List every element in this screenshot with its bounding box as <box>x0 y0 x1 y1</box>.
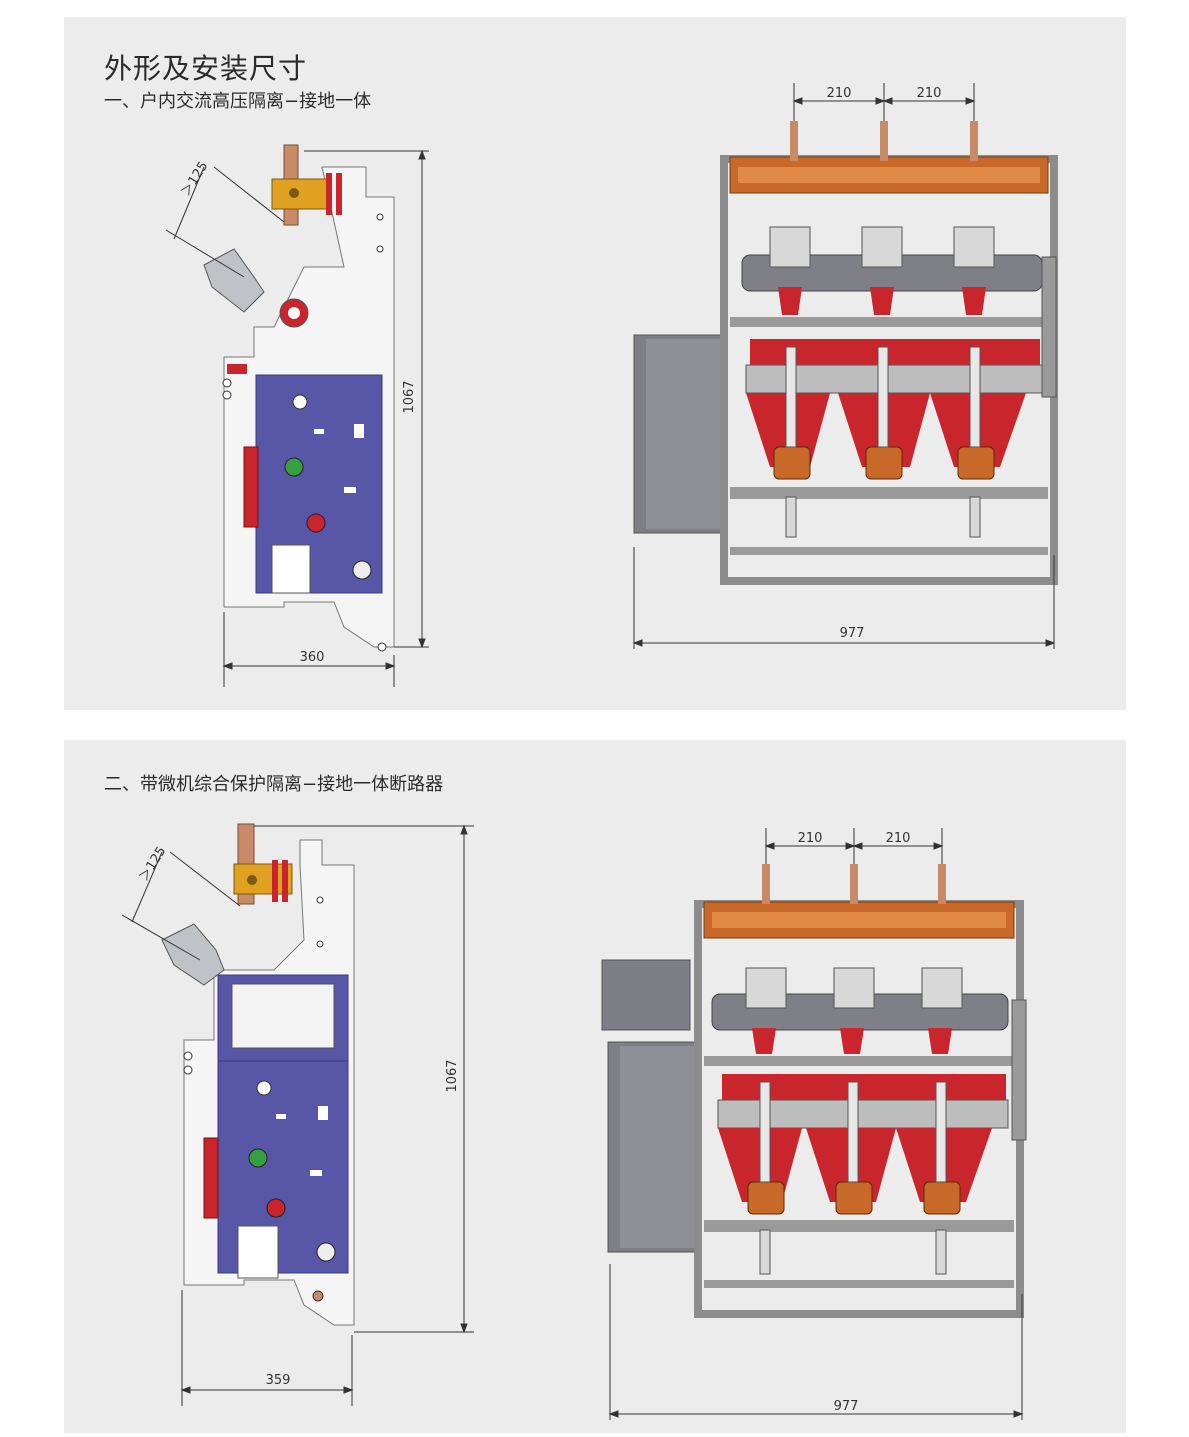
front-view-body <box>601 864 1027 1318</box>
panel-isolator-earthing: 外形及安装尺寸 一、户内交流高压隔离−接地一体 <box>64 17 1126 710</box>
pitch-dimension-right: 210 <box>917 86 942 101</box>
panel-breaker-with-protection: 二、带微机综合保护隔离−接地一体断路器 <box>64 740 1126 1433</box>
side-height-dimension: 1067 <box>402 380 417 413</box>
side-view-drawing: ＞125 1067 359 <box>121 823 474 1406</box>
pitch-dimension-left: 210 <box>827 86 852 101</box>
side-width-dimension: 359 <box>266 1373 291 1388</box>
front-view-bottom-dimensions <box>632 547 1056 649</box>
side-view-body <box>203 144 395 652</box>
side-view-dimensions <box>121 824 474 1406</box>
side-view-dimensions <box>165 149 429 687</box>
front-view-top-dimensions <box>764 828 944 864</box>
front-view-drawing: 210 210 <box>632 83 1058 649</box>
page-title: 外形及安装尺寸 <box>104 52 308 85</box>
side-width-dimension: 360 <box>300 650 325 665</box>
front-view-body <box>633 121 1058 585</box>
side-height-dimension: 1067 <box>445 1059 460 1092</box>
front-view-bottom-dimensions <box>608 1264 1024 1420</box>
pitch-dimension-left: 210 <box>798 831 823 846</box>
side-clearance-dimension: ＞125 <box>179 159 212 199</box>
side-clearance-dimension: ＞125 <box>137 844 170 884</box>
side-view-drawing: ＞125 1067 360 <box>165 144 429 687</box>
front-view-drawing: 210 210 <box>601 828 1027 1420</box>
section-heading: 一、户内交流高压隔离−接地一体 <box>104 91 372 112</box>
pitch-dimension-right: 210 <box>886 831 911 846</box>
front-width-dimension: 977 <box>834 1399 859 1414</box>
front-width-dimension: 977 <box>840 626 865 641</box>
section-heading: 二、带微机综合保护隔离−接地一体断路器 <box>104 774 444 795</box>
front-view-top-dimensions <box>792 83 976 123</box>
side-view-body <box>161 823 355 1326</box>
